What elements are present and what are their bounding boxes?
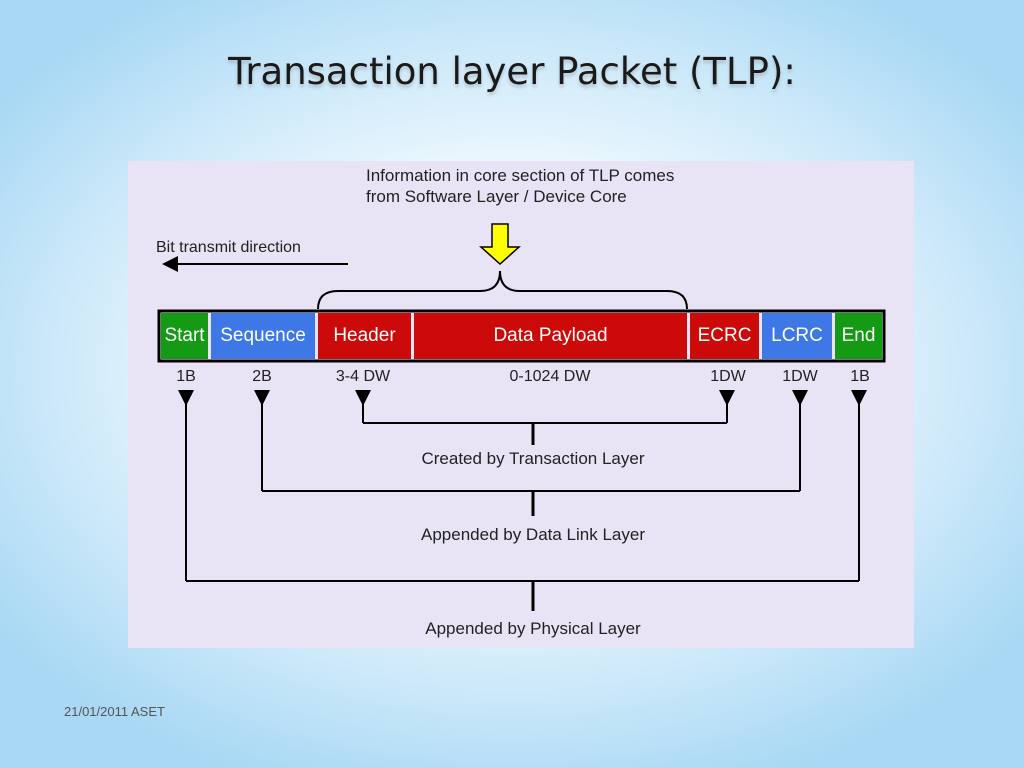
size-start: 1B <box>176 368 196 385</box>
appended-data-link-label: Appended by Data Link Layer <box>421 525 645 544</box>
size-lcrc: 1DW <box>782 368 818 385</box>
field-sequence: Sequence <box>211 313 315 359</box>
field-lcrc: LCRC <box>762 313 832 359</box>
core-section-brace <box>317 270 688 310</box>
tlp-diagram: Information in core section of TLP comes… <box>128 161 914 648</box>
size-header: 3-4 DW <box>335 368 391 385</box>
field-data-payload: Data Payload <box>414 313 687 359</box>
size-end: 1B <box>850 368 870 385</box>
diagram-lines <box>157 223 886 611</box>
core-info-line2: from Software Layer / Device Core <box>366 187 627 206</box>
created-by-transaction-label: Created by Transaction Layer <box>421 449 645 468</box>
field-start: Start <box>161 313 208 359</box>
core-info-text: Information in core section of TLP comes… <box>366 165 674 207</box>
size-sequence: 2B <box>252 368 272 385</box>
field-end: End <box>835 313 882 359</box>
field-header: Header <box>318 313 411 359</box>
footer-date: 21/01/2011 ASET <box>64 704 165 719</box>
size-data-payload: 0-1024 DW <box>509 368 591 385</box>
appended-physical-label: Appended by Physical Layer <box>425 619 641 638</box>
down-arrow-icon <box>479 223 521 266</box>
bit-direction-label: Bit transmit direction <box>156 239 301 256</box>
slide-title: Transaction layer Packet (TLP): <box>228 50 796 93</box>
field-ecrc: ECRC <box>690 313 759 359</box>
size-ecrc: 1DW <box>710 368 746 385</box>
core-info-line1: Information in core section of TLP comes <box>366 166 675 185</box>
